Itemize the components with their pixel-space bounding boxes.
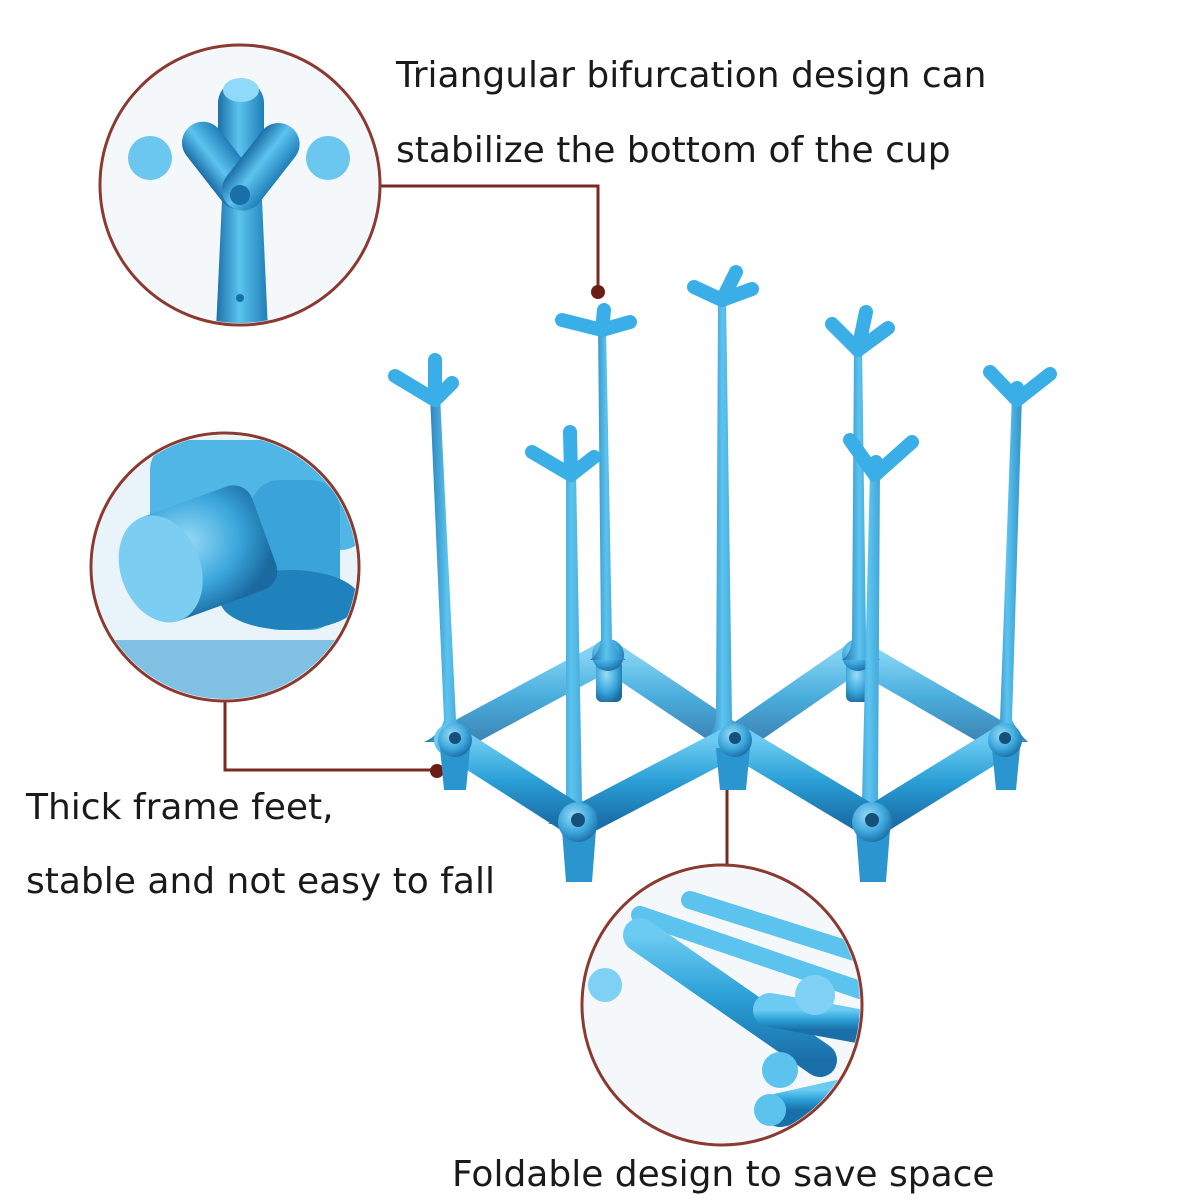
caption-feet-line1: Thick frame feet, [26, 787, 334, 828]
callout-top-line [376, 184, 600, 290]
caption-fork-line2: stabilize the bottom of the cup [396, 130, 951, 171]
rack-stems [424, 295, 1028, 824]
callout-left-line [223, 700, 436, 772]
detail-circle-fork [98, 43, 382, 327]
detail-circle-fold [580, 863, 864, 1147]
caption-feet-line2: stable and not easy to fall [26, 861, 495, 902]
callout-top-dot [591, 285, 605, 299]
detail-circle-foot [89, 431, 361, 703]
rack-fork-tips [388, 265, 1057, 482]
caption-foldable: Foldable design to save space [452, 1154, 995, 1195]
rack-feet-front [438, 723, 1022, 882]
rack-frame-back [435, 640, 1020, 755]
caption-fork-line1: Triangular bifurcation design can [396, 55, 987, 96]
rack-frame-front [434, 724, 1021, 838]
callout-left-dot [430, 764, 444, 778]
drying-rack [388, 265, 1057, 882]
